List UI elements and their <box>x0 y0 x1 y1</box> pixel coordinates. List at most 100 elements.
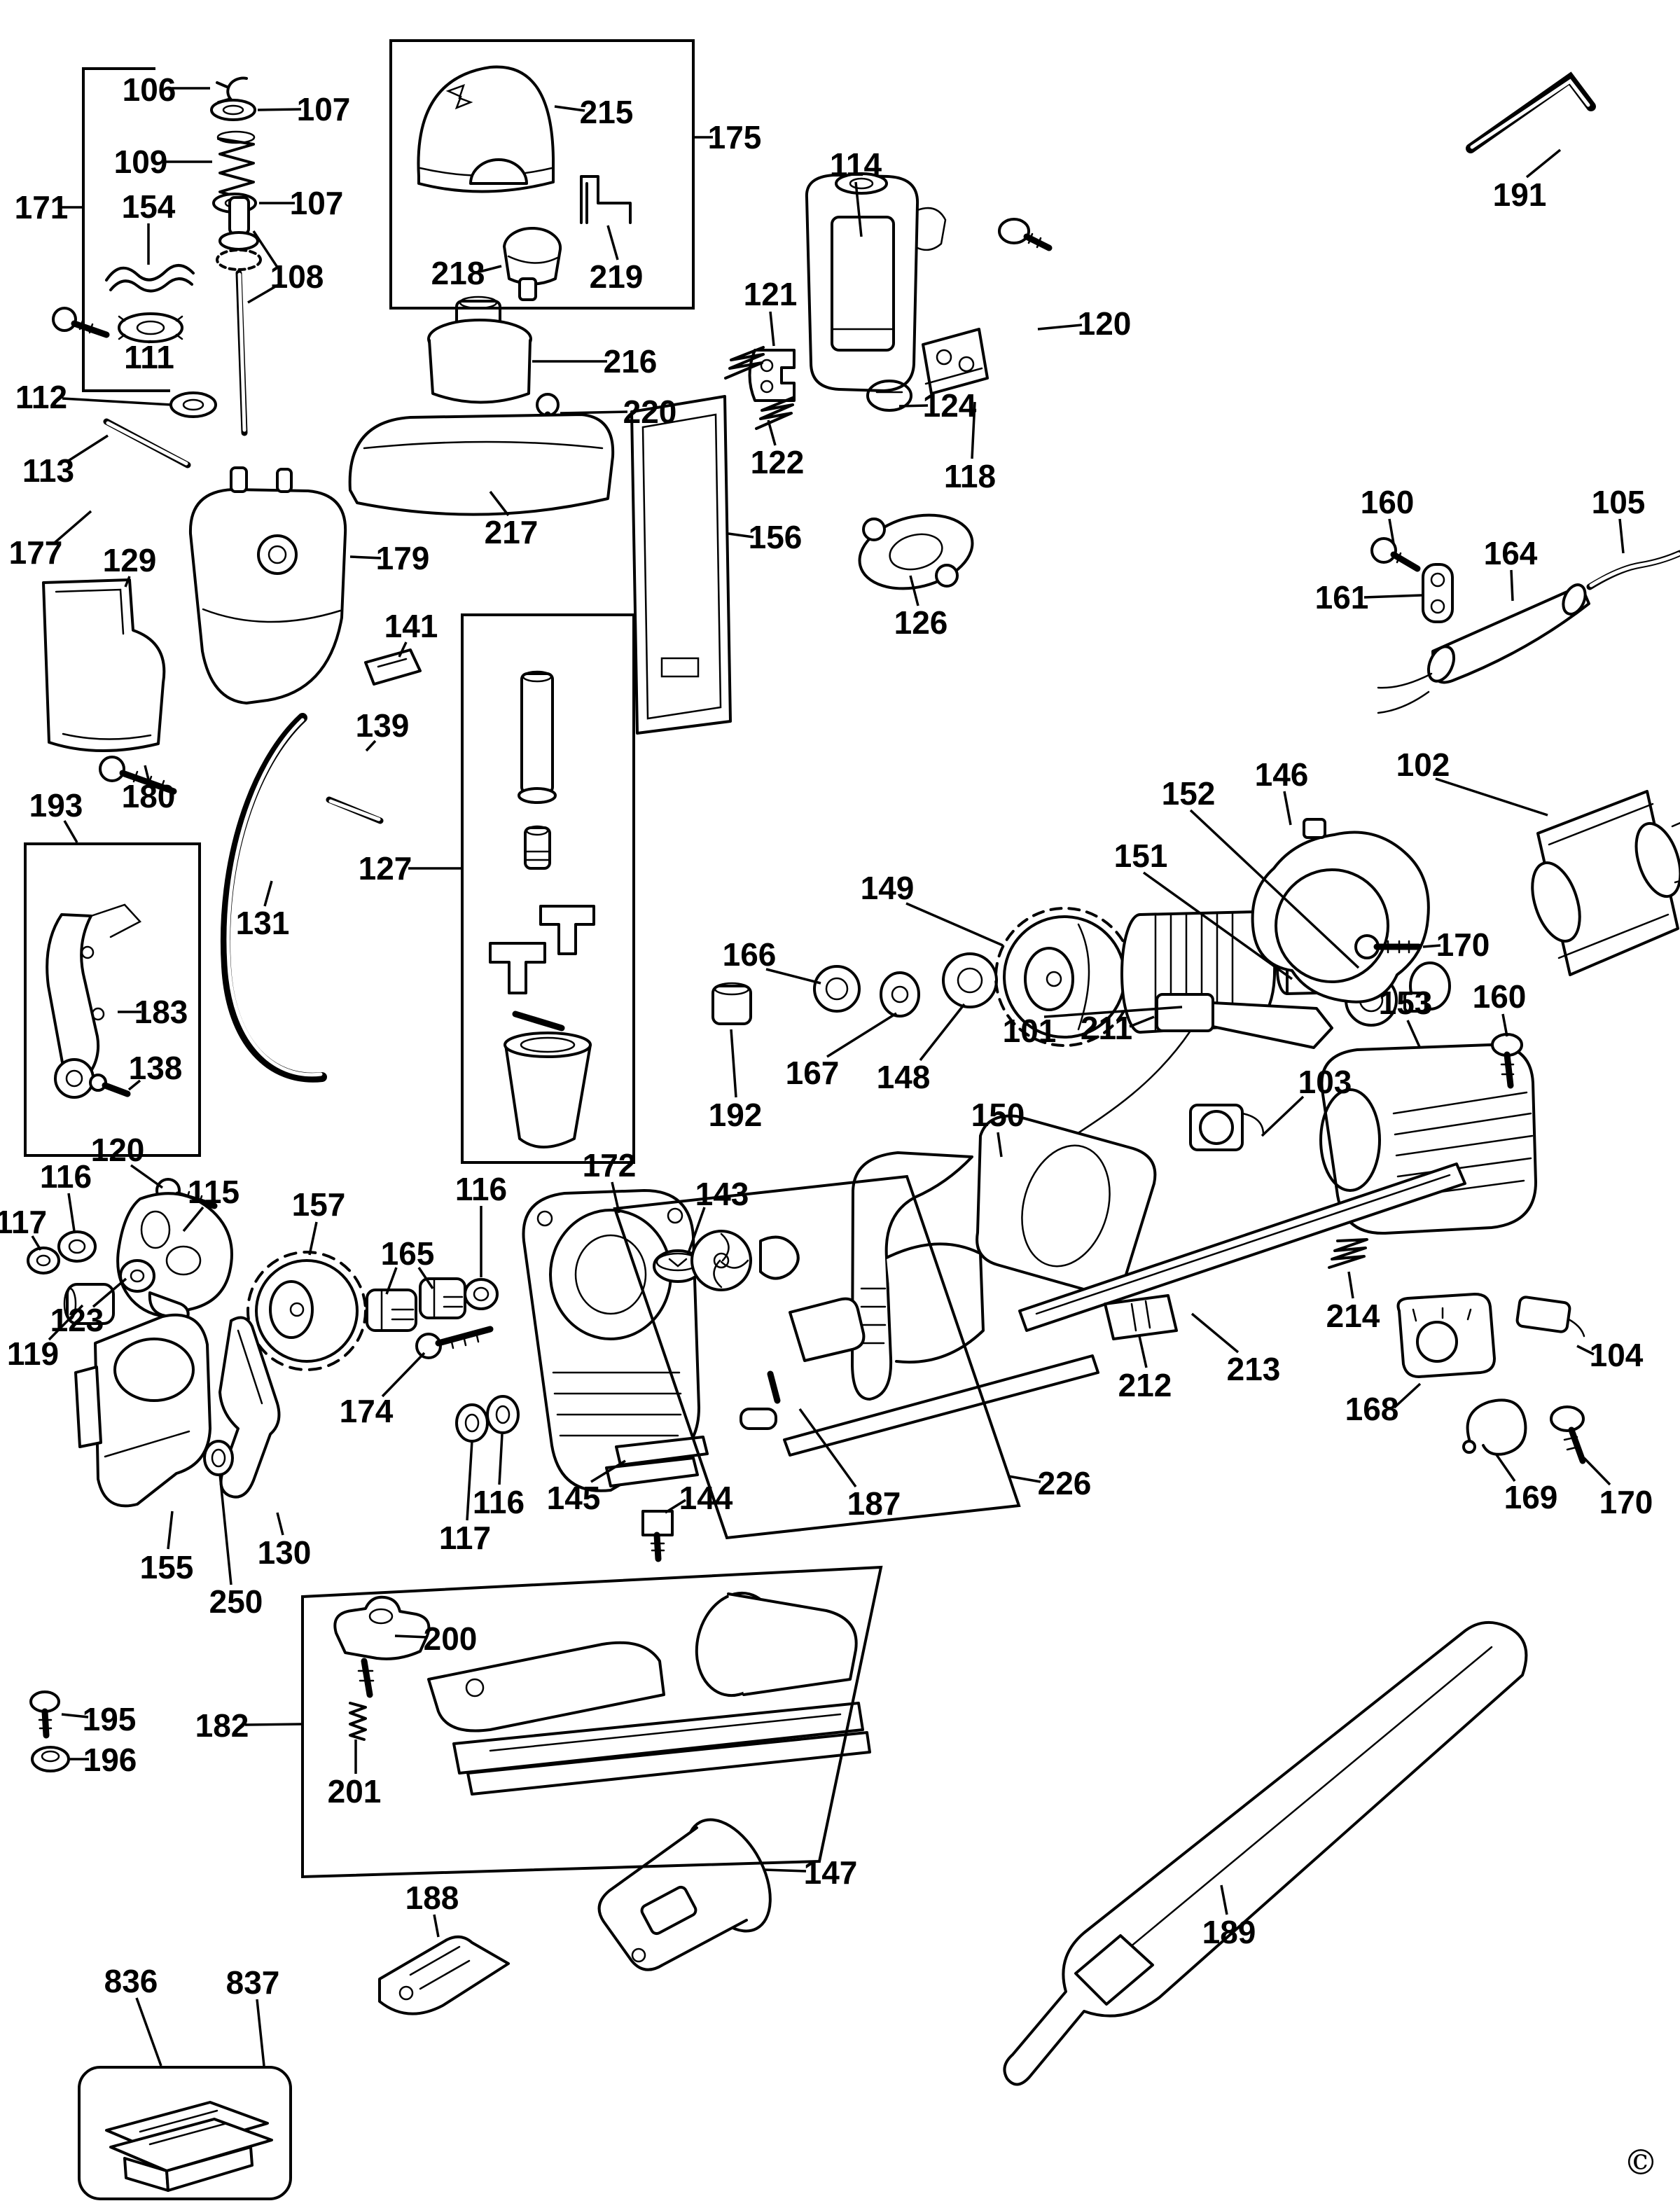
part-label-124: 124 <box>923 387 977 424</box>
part-blade-pouch-129 <box>42 578 166 753</box>
leader-line-104 <box>1576 1345 1595 1356</box>
part-label-117: 117 <box>439 1520 491 1556</box>
leader-line-170 <box>1583 1457 1611 1486</box>
part-gasket-156 <box>630 395 732 735</box>
part-field-102 <box>1531 790 1680 976</box>
part-label-116: 116 <box>473 1484 525 1520</box>
part-label-127: 127 <box>359 850 412 887</box>
leader-line-115 <box>182 1206 204 1233</box>
part-bolt-144 <box>641 1510 674 1562</box>
part-label-104: 104 <box>1590 1337 1644 1373</box>
part-label-187: 187 <box>847 1485 901 1522</box>
part-impeller-187a <box>690 1230 800 1291</box>
part-piston-frame-114 <box>805 172 947 392</box>
part-label-189: 189 <box>1202 1914 1256 1950</box>
leader-line-193 <box>63 820 78 843</box>
leader-line-145 <box>590 1459 626 1483</box>
part-label-122: 122 <box>751 444 805 480</box>
leader-line-250 <box>218 1473 232 1585</box>
part-label-166: 166 <box>723 936 777 973</box>
leader-line-150 <box>997 1132 1003 1158</box>
part-motor-cover-153 <box>1319 1043 1537 1235</box>
leader-line-200 <box>394 1634 429 1639</box>
leader-line-148 <box>919 1003 966 1062</box>
part-screw-195 <box>29 1690 60 1739</box>
part-ring-166 <box>813 965 861 1013</box>
part-ring-123 <box>119 1259 155 1293</box>
leader-line-168 <box>1393 1382 1422 1409</box>
part-label-147: 147 <box>804 1854 858 1891</box>
part-wave-clip-154 <box>105 264 195 293</box>
part-label-120: 120 <box>91 1132 145 1168</box>
part-gear-housing-179 <box>188 466 347 704</box>
part-label-169: 169 <box>1504 1479 1558 1515</box>
part-hex-key-191 <box>1466 71 1596 153</box>
part-label-126: 126 <box>894 604 948 641</box>
part-label-226: 226 <box>1038 1465 1092 1501</box>
part-label-106: 106 <box>123 71 176 108</box>
part-funnel-216 <box>427 296 532 404</box>
part-label-216: 216 <box>604 343 658 380</box>
part-label-218: 218 <box>431 255 485 291</box>
leader-line-131 <box>263 880 273 907</box>
part-label-153: 153 <box>1379 985 1433 1021</box>
leader-line-182 <box>244 1723 302 1726</box>
leader-line-118 <box>971 401 976 459</box>
part-label-141: 141 <box>384 608 438 644</box>
leader-line-146 <box>1283 791 1292 826</box>
leader-line-189 <box>1220 1884 1228 1915</box>
leader-line-143 <box>686 1207 706 1256</box>
leader-line-144 <box>665 1499 686 1514</box>
leader-line-179 <box>349 555 382 560</box>
part-lever-assembly-183 <box>46 903 142 1099</box>
leader-line-187 <box>798 1408 857 1488</box>
box-836-837 <box>78 2066 292 2200</box>
copyright-symbol: © <box>1623 2142 1658 2183</box>
leader-line-116 <box>67 1193 76 1232</box>
part-label-145: 145 <box>547 1480 601 1516</box>
part-screw-170b <box>1550 1405 1586 1464</box>
leader-line-160 <box>1388 518 1395 544</box>
box-182 <box>301 1565 883 1879</box>
part-screw-177 <box>52 307 110 338</box>
part-housing-150 <box>851 1114 1157 1401</box>
leader-line-126 <box>909 575 919 606</box>
leader-line-103 <box>1261 1095 1305 1137</box>
part-screw-160b <box>1491 1033 1523 1089</box>
part-label-175: 175 <box>708 119 762 155</box>
leader-line-169 <box>1494 1453 1516 1482</box>
leader-line-107 <box>257 108 302 111</box>
leader-line-105 <box>1618 518 1625 554</box>
part-label-195: 195 <box>83 1701 137 1737</box>
leader-line-120 <box>1037 324 1083 331</box>
leader-line-129 <box>124 576 131 588</box>
leader-line-170 <box>1422 944 1441 948</box>
leader-line-114 <box>854 181 863 237</box>
part-washer-116a <box>57 1230 97 1263</box>
part-label-170: 170 <box>1436 926 1490 963</box>
leader-line-165 <box>385 1267 398 1295</box>
part-label-174: 174 <box>340 1393 394 1429</box>
part-label-116: 116 <box>455 1171 507 1207</box>
part-tpiece-127d <box>489 942 546 994</box>
part-label-107: 107 <box>297 91 351 127</box>
leader-line-195 <box>61 1713 89 1719</box>
part-spring-201 <box>349 1702 367 1741</box>
part-ring-152 <box>1409 961 1451 1011</box>
part-label-146: 146 <box>1255 756 1309 793</box>
part-label-155: 155 <box>140 1549 194 1585</box>
leader-line-219 <box>606 225 619 261</box>
part-label-164: 164 <box>1484 535 1538 571</box>
part-label-151: 151 <box>1114 838 1168 874</box>
leader-line-122 <box>767 419 777 446</box>
part-label-105: 105 <box>1592 484 1646 520</box>
part-label-188: 188 <box>405 1880 459 1916</box>
part-bushing-119 <box>63 1283 115 1325</box>
part-brush-holder-103 <box>1189 1104 1265 1151</box>
part-label-172: 172 <box>583 1147 637 1183</box>
part-screw-160a <box>1370 537 1421 572</box>
part-pin-127e <box>512 1011 565 1032</box>
leader-line-101 <box>1043 1006 1183 1018</box>
leader-line-213 <box>1190 1312 1240 1354</box>
